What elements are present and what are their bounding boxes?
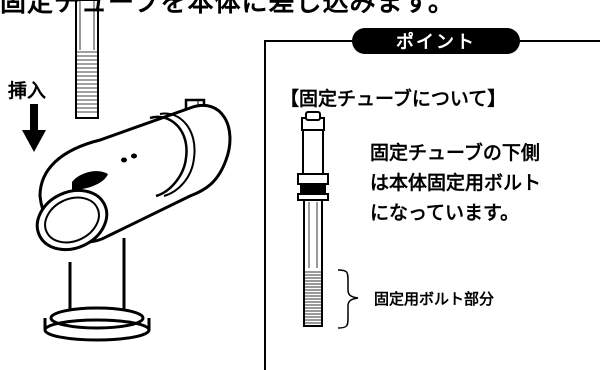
description-line: になっています。 — [370, 202, 520, 224]
fixing-tube-upper — [75, 0, 99, 119]
description-line: は本体固定用ボルト — [370, 172, 542, 194]
point-badge: ポイント — [352, 28, 520, 54]
insert-arrow-icon — [22, 104, 46, 152]
faucet-illustration — [22, 0, 359, 342]
faucet-base — [43, 238, 151, 342]
faucet-body — [35, 104, 232, 252]
point-title: 【固定チューブについて】 — [280, 88, 507, 110]
insert-label: 挿入 — [8, 80, 47, 102]
fixing-tube-detail — [297, 111, 329, 327]
point-description: 固定チューブの下側 は本体固定用ボルト になっています。 — [370, 138, 541, 228]
description-line: 固定チューブの下側 — [370, 142, 540, 164]
bolt-bracket — [337, 269, 359, 329]
bolt-label: 固定用ボルト部分 — [374, 290, 495, 308]
top-caption: 固定チューブを本体に差し込みます。 — [0, 0, 455, 18]
